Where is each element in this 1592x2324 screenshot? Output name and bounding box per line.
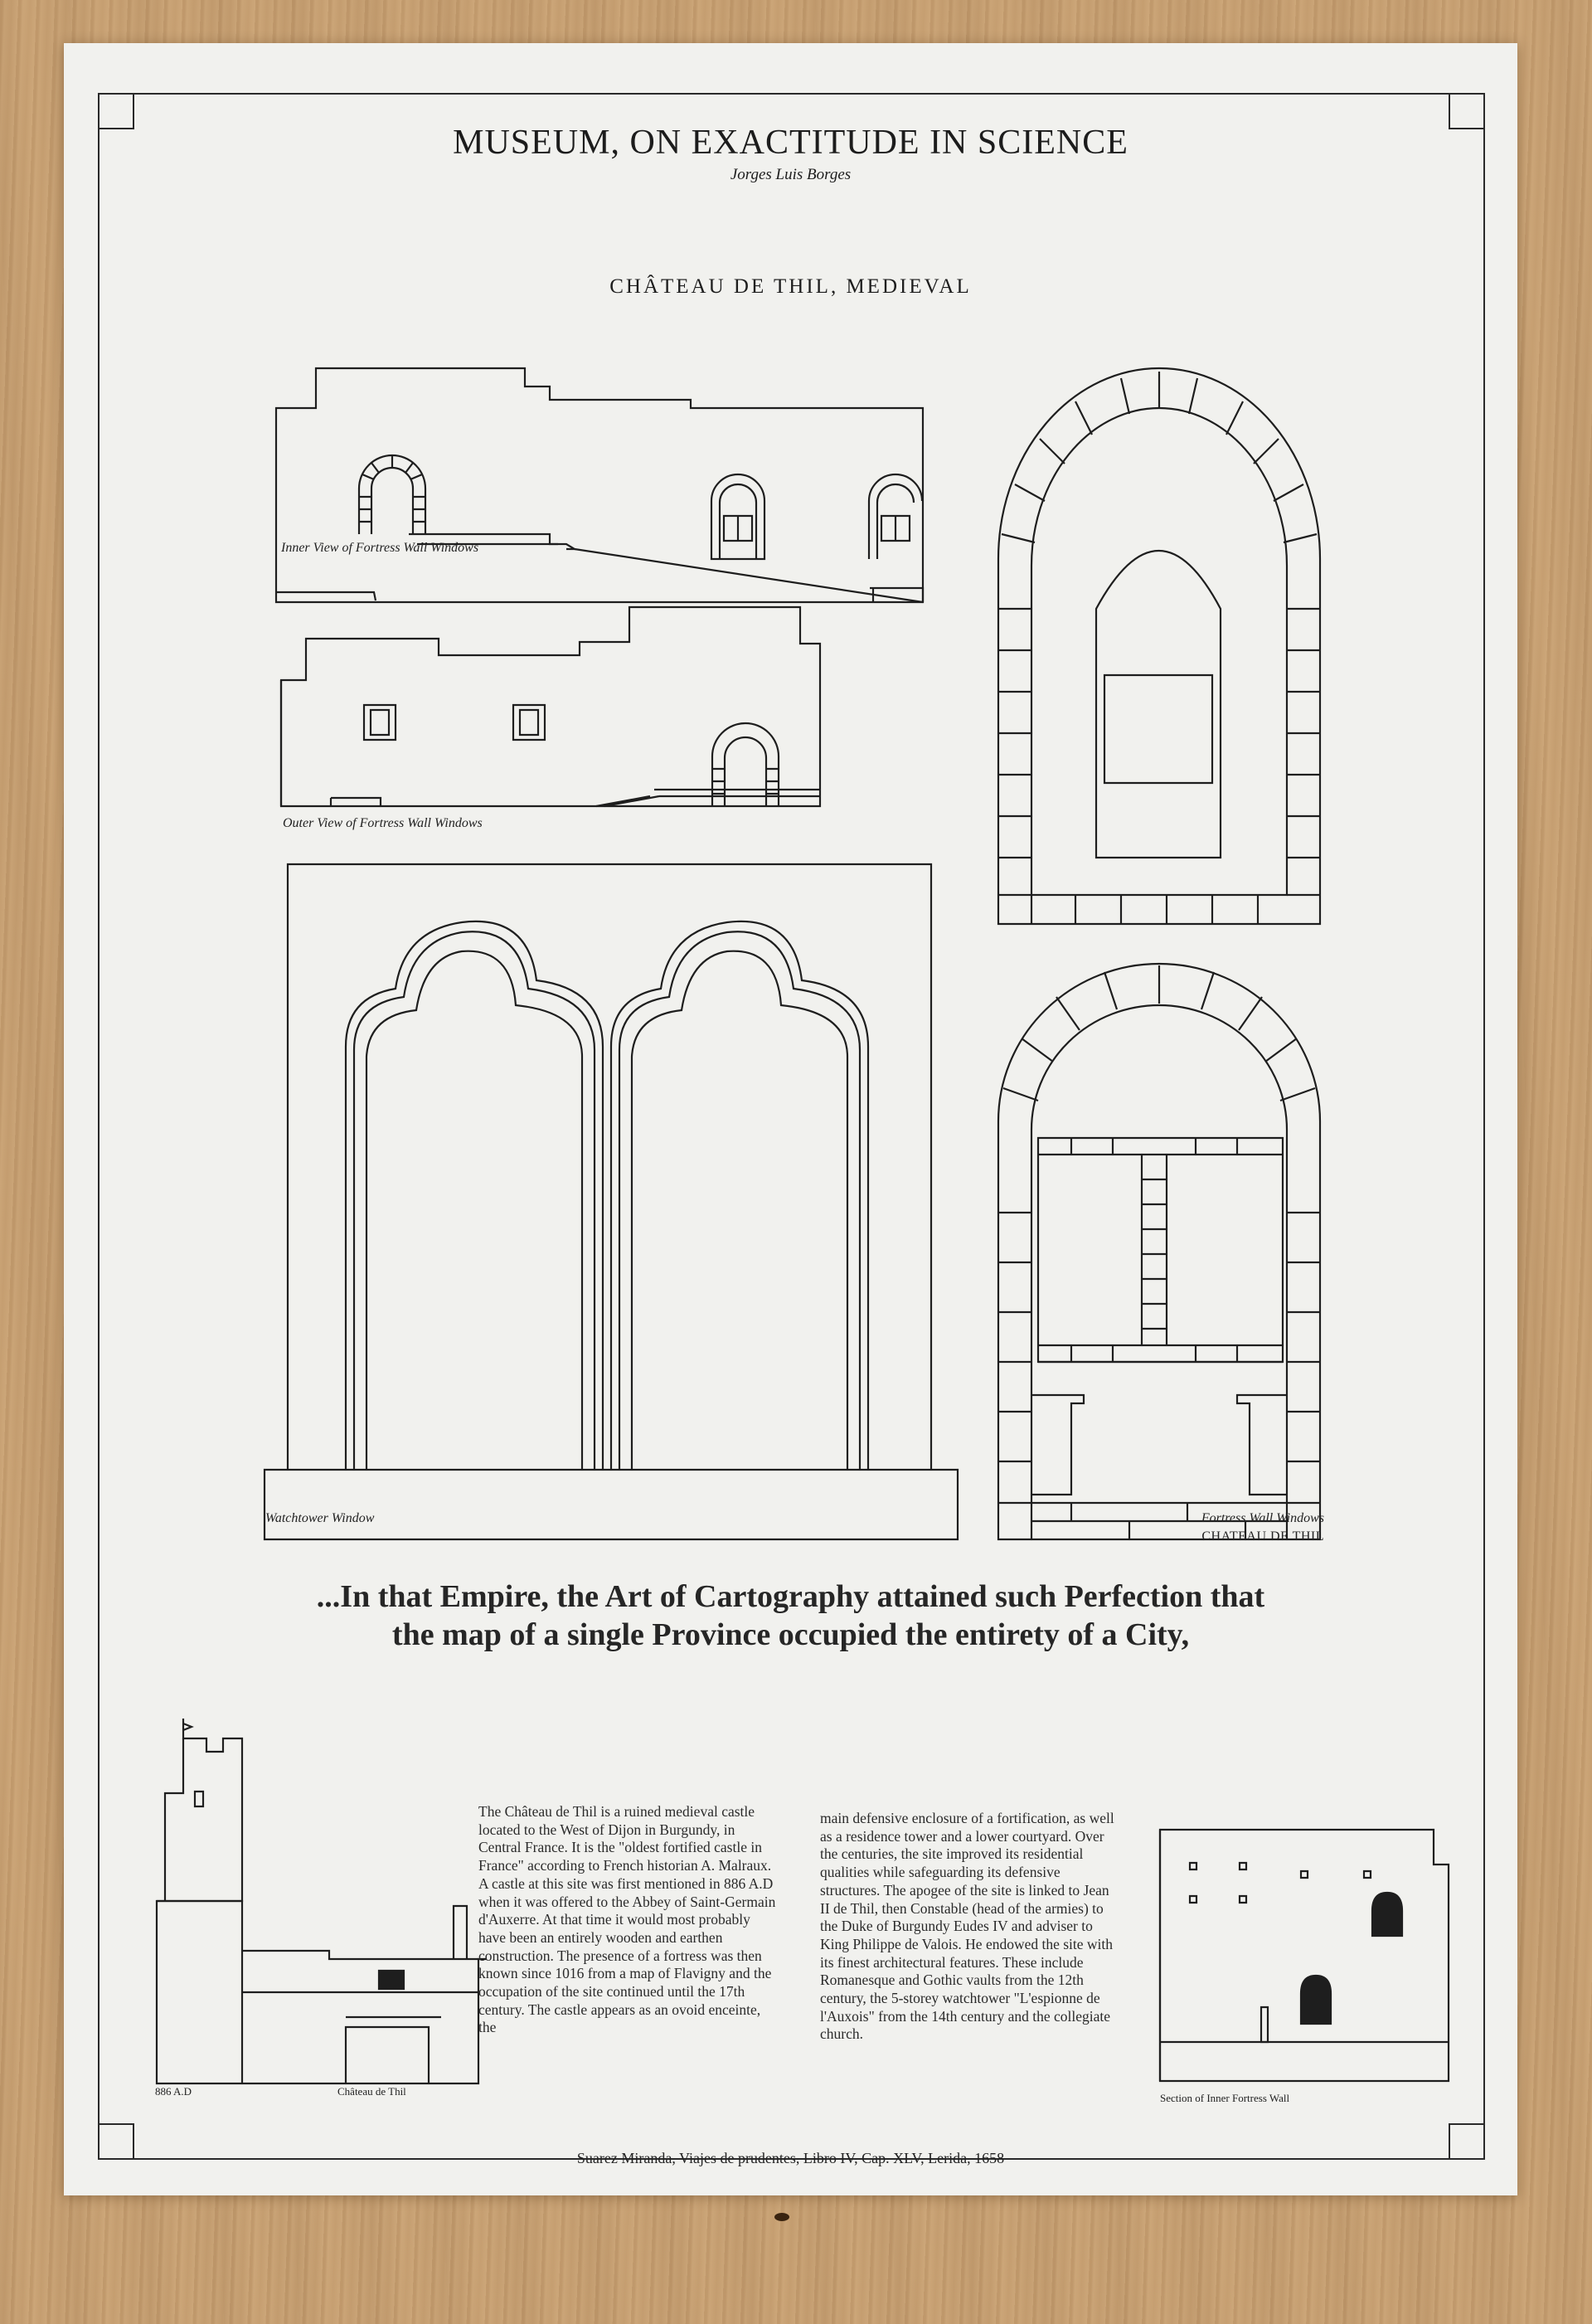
frame-corner-bottom-left	[98, 2123, 134, 2160]
watchtower-window-drawing	[263, 863, 959, 1541]
poster-author: Jorges Luis Borges	[730, 166, 852, 183]
citation-footer: Suarez Miranda, Viajes de prudentes, Lib…	[576, 2150, 1005, 2166]
chateau-caption: CHATEAU DE THIL	[1201, 1529, 1324, 1544]
fortress-windows-caption: Fortress Wall Windows	[1201, 1511, 1324, 1525]
tower-drawing	[155, 1719, 487, 2085]
date-caption: 886 A.D	[155, 2085, 192, 2098]
body-column-2: main defensive enclosure of a fortificat…	[820, 1810, 1114, 2043]
watchtower-caption: Watchtower Window	[265, 1511, 375, 1525]
pointed-arch-drawing	[997, 367, 1322, 926]
body-column-1: The Château de Thil is a ruined medieval…	[478, 1803, 776, 2036]
outer-view-drawing	[279, 605, 822, 808]
section-caption: Section of Inner Fortress Wall	[1160, 2092, 1290, 2104]
frame-corner-top-right	[1449, 93, 1485, 129]
frame-corner-top-left	[98, 93, 134, 129]
pin-hole	[774, 2213, 789, 2221]
inner-view-drawing	[274, 367, 925, 604]
poster-subtitle: CHÂTEAU DE THIL, MEDIEVAL	[609, 275, 972, 298]
frame-corner-bottom-right	[1449, 2123, 1485, 2160]
borges-quote: ...In that Empire, the Art of Cartograph…	[316, 1579, 1265, 1652]
section-wall-drawing	[1158, 1828, 1450, 2083]
fortress-windows-drawing	[997, 962, 1322, 1541]
inner-view-caption: Inner View of Fortress Wall Windows	[281, 541, 479, 555]
outer-view-caption: Outer View of Fortress Wall Windows	[283, 816, 483, 830]
poster-sheet: MUSEUM, ON EXACTITUDE IN SCIENCE Jorges …	[64, 43, 1517, 2195]
chateau-small-caption: Château de Thil	[337, 2085, 406, 2098]
poster-frame	[98, 93, 1485, 2160]
poster-title: MUSEUM, ON EXACTITUDE IN SCIENCE	[453, 124, 1128, 162]
